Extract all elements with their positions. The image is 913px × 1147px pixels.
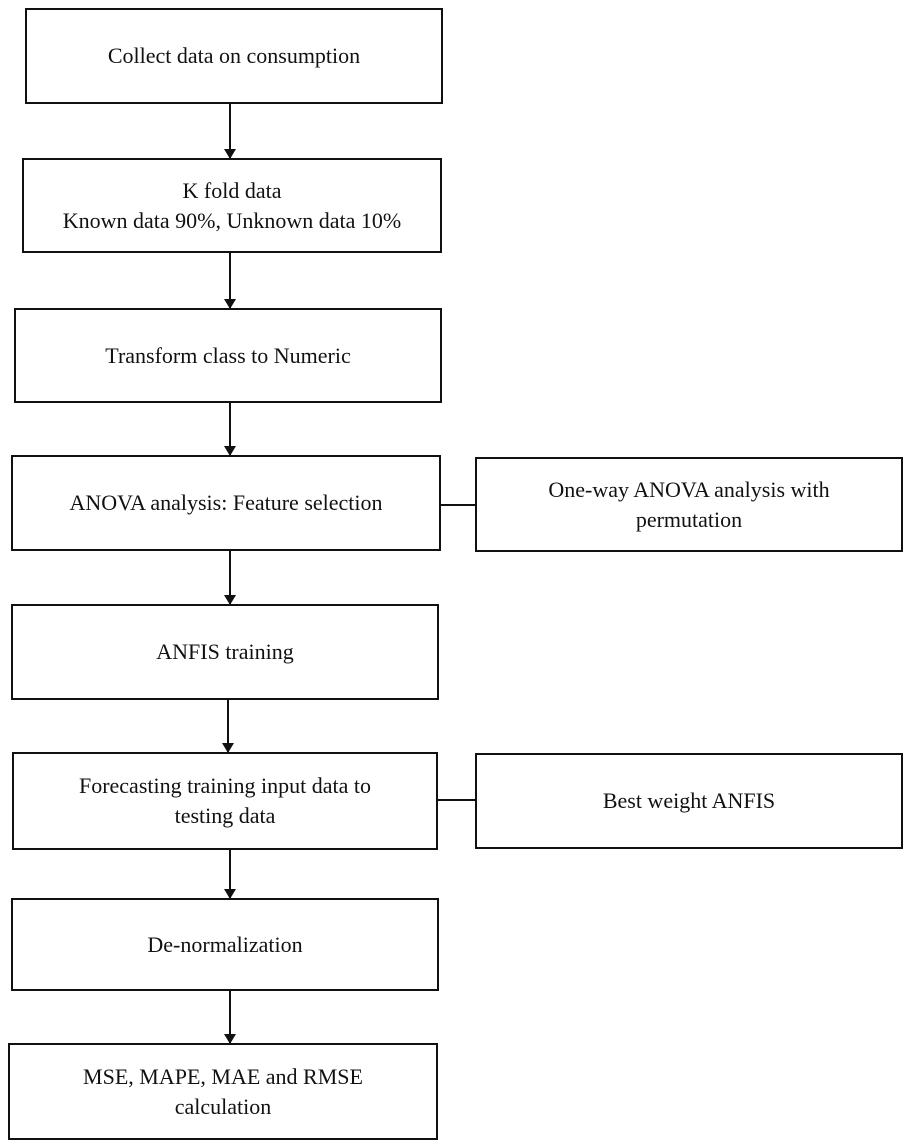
node-de-normalization: De-normalization xyxy=(11,898,439,991)
node-k-fold-text: K fold data Known data 90%, Unknown data… xyxy=(62,177,402,233)
node-anfis-training: ANFIS training xyxy=(11,604,439,700)
node-transform-class: Transform class to Numeric xyxy=(14,308,442,403)
node-collect-data: Collect data on consumption xyxy=(25,8,443,104)
node-forecasting: Forecasting training input data to testi… xyxy=(12,752,438,850)
node-one-way-anova: One-way ANOVA analysis with permutation xyxy=(475,457,903,552)
node-collect-data-text: Collect data on consumption xyxy=(107,43,361,68)
node-best-weight-anfis-text: Best weight ANFIS xyxy=(602,788,776,813)
node-anova-analysis: ANOVA analysis: Feature selection xyxy=(11,455,441,551)
node-best-weight-anfis: Best weight ANFIS xyxy=(475,753,903,849)
node-metrics-calculation: MSE, MAPE, MAE and RMSE calculation xyxy=(8,1043,438,1140)
node-transform-class-text: Transform class to Numeric xyxy=(105,342,351,368)
node-anfis-training-text: ANFIS training xyxy=(156,639,294,664)
node-forecasting-text: Forecasting training input data to testi… xyxy=(78,773,372,828)
node-k-fold: K fold data Known data 90%, Unknown data… xyxy=(22,158,442,253)
node-one-way-anova-text: One-way ANOVA analysis with permutation xyxy=(548,476,830,532)
node-de-normalization-text: De-normalization xyxy=(147,931,303,957)
node-metrics-calculation-text: MSE, MAPE, MAE and RMSE calculation xyxy=(83,1063,363,1119)
node-anova-analysis-text: ANOVA analysis: Feature selection xyxy=(69,490,383,515)
